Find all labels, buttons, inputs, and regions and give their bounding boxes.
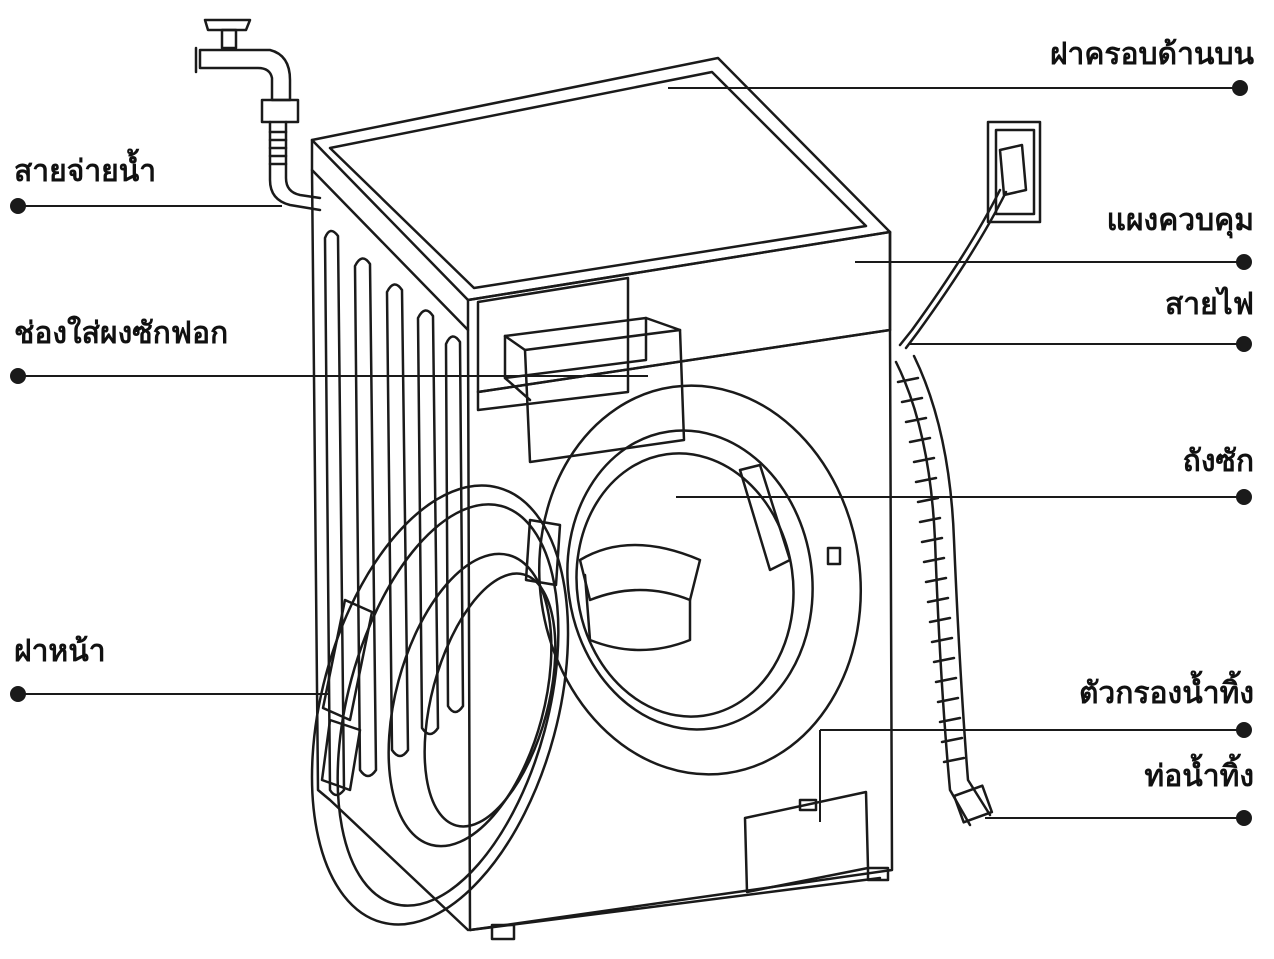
foot-right: [866, 866, 890, 882]
leader-control-panel: [855, 254, 1252, 270]
label-power-cord: สายไฟ: [1164, 287, 1254, 322]
label-detergent-drawer: ช่องใส่ผงซักฟอก: [14, 316, 229, 351]
faucet: [194, 18, 300, 124]
label-control-panel: แผงควบคุม: [1106, 203, 1254, 238]
leader-detergent-drawer: [10, 368, 648, 384]
drain-hose-shape: [894, 354, 994, 827]
faucet-nut: [260, 98, 300, 124]
label-drain-filter: ตัวกรองน้ำทิ้ง: [1078, 676, 1254, 711]
detergent-drawer-shape: [476, 276, 686, 464]
leader-inlet-hose: [10, 198, 282, 214]
label-drain-hose: ท่อน้ำทิ้ง: [1144, 759, 1254, 794]
inlet-hose: [268, 120, 322, 212]
foot-left: [490, 923, 516, 941]
front-panel: [468, 328, 894, 932]
side-ribs: [323, 229, 465, 797]
leader-drain-hose: [985, 810, 1252, 826]
leader-drain-filter: [819, 722, 1252, 822]
wall-socket: [986, 120, 1042, 224]
faucet-stem: [220, 28, 238, 50]
power-cord-shape: [898, 188, 1002, 347]
front-door-shape: [310, 484, 570, 926]
plug: [998, 143, 1028, 197]
door-handle: [321, 598, 374, 722]
leader-top-cover: [668, 80, 1248, 96]
drain-filter-cover: [743, 790, 870, 894]
top-cover-inner: [328, 70, 868, 290]
label-front-door: ฝาหน้า: [14, 634, 106, 669]
leader-drum: [676, 489, 1252, 505]
door-hinge: [524, 518, 562, 587]
label-top-cover: ฝาครอบด้านบน: [1049, 37, 1254, 72]
leader-front-door: [10, 686, 330, 702]
faucet-handle: [203, 18, 252, 32]
side-panel: [310, 168, 470, 932]
drum-shape: [537, 384, 863, 776]
leader-power-cord: [908, 336, 1252, 352]
faucet-body: [198, 48, 292, 102]
label-drum: ถังซัก: [1182, 444, 1254, 479]
label-water-inlet-hose: สายจ่ายน้ำ: [14, 154, 157, 189]
